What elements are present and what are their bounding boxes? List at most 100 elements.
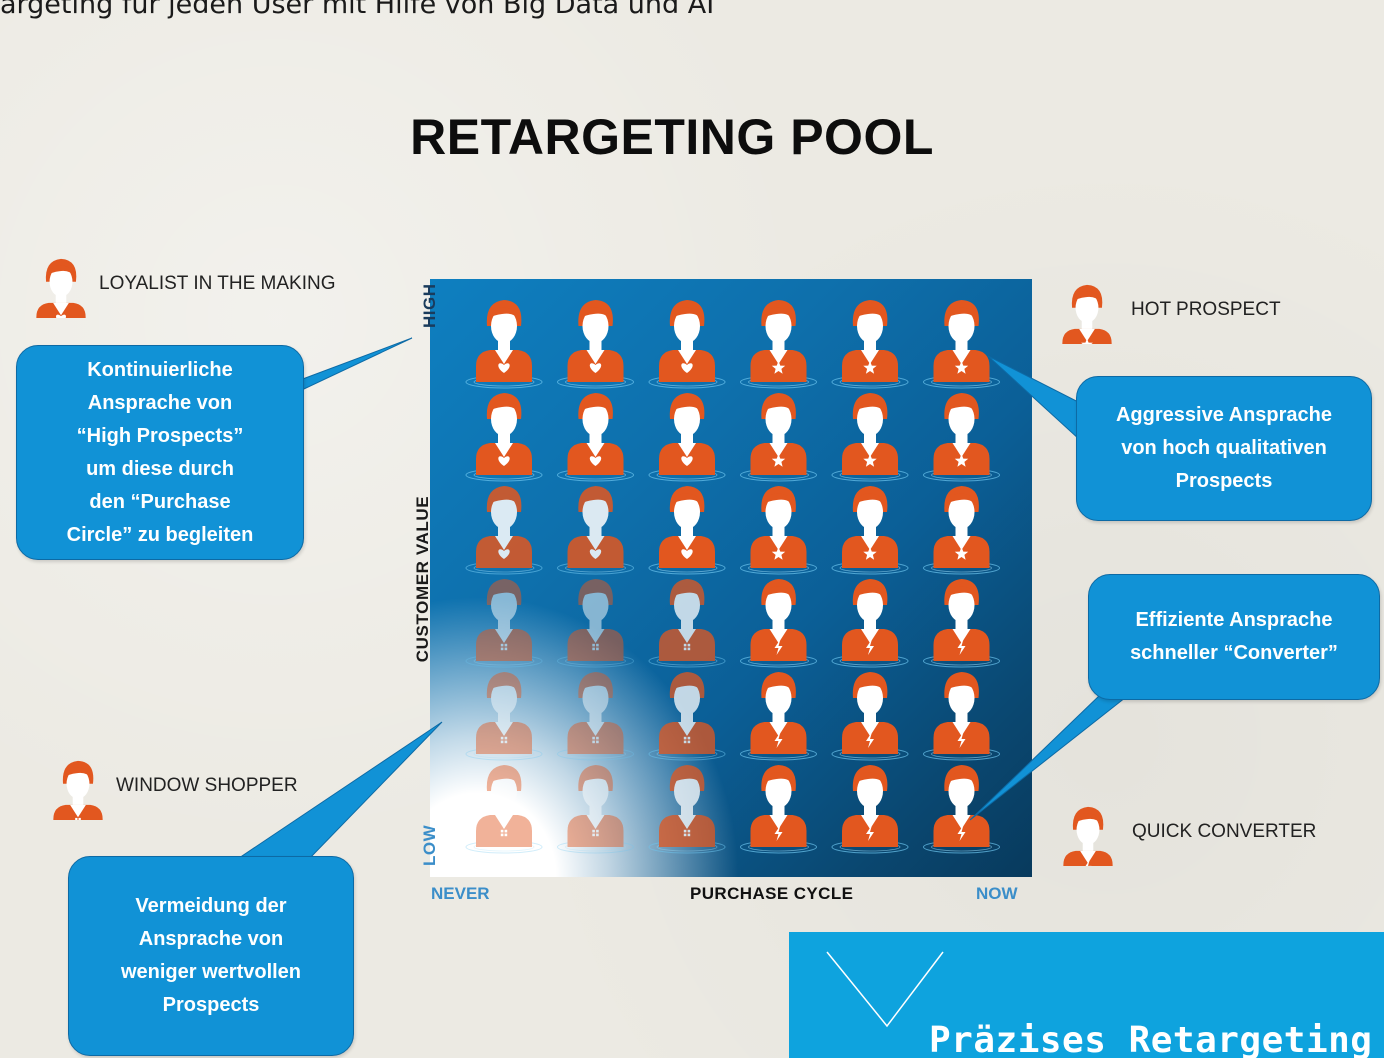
callout-window-line: Ansprache von: [138, 928, 284, 950]
summary-text: Präzises Retargeting im: [929, 1020, 1384, 1058]
callout-hot-prospect: Aggressive Ansprache von hoch qualitativ…: [1076, 376, 1372, 521]
bolt-icon: [957, 732, 966, 748]
callout-loyalist: Kontinuierliche Ansprache von “High Pros…: [16, 345, 304, 560]
x-axis-now-label: NOW: [976, 884, 1018, 903]
persona-grid-icon: [465, 579, 543, 668]
star-icon: [954, 454, 969, 467]
persona-heart-icon: [465, 300, 543, 389]
heart-icon: [589, 363, 602, 373]
bolt-icon: [774, 639, 783, 655]
star-icon: [863, 454, 877, 467]
persona-grid-icon: [465, 672, 543, 761]
persona-heart-icon: [557, 300, 634, 389]
persona-bolt-icon: [923, 579, 1000, 668]
diagram-title: RETARGETING POOL: [410, 109, 934, 165]
callout-loyalist-line: Circle” zu begleiten: [66, 523, 254, 546]
summary-box: Präzises Retargeting im: [789, 932, 1384, 1058]
persona-grid-icon: [557, 765, 634, 854]
person-star-icon: [1062, 284, 1112, 344]
callout-loyalist-line: Kontinuierliche: [87, 358, 233, 381]
persona-star-icon: [1062, 284, 1112, 344]
page-header-title: argeting für jeden User mit Hilfe von Bi…: [0, 0, 715, 20]
bolt-icon: [1085, 859, 1092, 866]
callout-converter-line: Effiziente Ansprache: [1135, 609, 1333, 631]
callout-hot-line: Prospects: [1175, 470, 1273, 492]
grid-icon: [500, 736, 508, 744]
grid-icon: [683, 736, 691, 744]
persona-grid-icon: [557, 579, 634, 668]
callout-window-line: Vermeidung der: [135, 895, 287, 917]
heart-icon: [681, 363, 693, 373]
legend-quick-converter-label: QUICK CONVERTER: [1132, 821, 1317, 842]
persona-star-icon: [740, 486, 817, 575]
persona-bolt-icon: [740, 672, 817, 761]
legend-quick-converter: QUICK CONVERTER: [1060, 798, 1316, 866]
star-icon: [771, 361, 786, 374]
callout-hot-line: Aggressive Ansprache: [1115, 404, 1332, 426]
persona-grid-icon: [648, 579, 726, 668]
persona-star-icon: [923, 486, 1000, 575]
callout-loyalist-line: um diese durch: [86, 457, 234, 480]
bolt-icon: [774, 825, 783, 841]
bolt-icon: [866, 639, 874, 655]
callout-loyalist-line: Ansprache von: [87, 391, 233, 414]
x-axis-title: PURCHASE CYCLE: [690, 884, 854, 903]
persona-heart-icon: [36, 258, 86, 318]
persona-bolt-icon: [740, 765, 817, 854]
star-icon: [1081, 338, 1093, 344]
heart-icon: [56, 314, 66, 318]
callout-window-line: Prospects: [162, 994, 260, 1016]
star-icon: [863, 547, 877, 560]
persona-bolt-icon: [831, 765, 909, 854]
bolt-icon: [866, 825, 874, 841]
y-axis-title: CUSTOMER VALUE: [413, 495, 432, 663]
x-axis-never-label: NEVER: [431, 884, 490, 903]
y-axis-low-label: LOW: [420, 824, 439, 866]
persona-star-icon: [831, 486, 909, 575]
heart-icon: [681, 456, 693, 466]
persona-grid-icon: [53, 760, 103, 820]
grid-icon: [500, 829, 508, 837]
grid-icon: [500, 643, 508, 651]
persona-heart-icon: [648, 393, 726, 482]
persona-star-icon: [740, 300, 817, 389]
persona-heart-icon: [465, 393, 543, 482]
star-icon: [771, 547, 786, 560]
persona-heart-icon: [557, 486, 634, 575]
persona-heart-icon: [557, 393, 634, 482]
persona-bolt-icon: [1063, 806, 1113, 866]
legend-window-shopper-label: WINDOW SHOPPER: [116, 775, 298, 796]
callout-loyalist-line: den “Purchase: [89, 490, 231, 513]
heart-icon: [498, 549, 510, 559]
bolt-icon: [957, 639, 966, 655]
heart-icon: [498, 363, 510, 373]
chevron-down-icon: [826, 951, 944, 1028]
persona-heart-icon: [465, 486, 543, 575]
star-icon: [954, 361, 969, 374]
grid-icon: [592, 736, 599, 744]
legend-window-shopper: WINDOW SHOPPER: [50, 752, 298, 820]
persona-bolt-icon: [831, 579, 909, 668]
legend-hot-prospect: HOT PROSPECT: [1059, 276, 1281, 344]
grid-icon: [683, 829, 691, 837]
y-axis-high-label: HIGH: [420, 283, 439, 329]
grid-icon: [592, 829, 599, 837]
persona-star-icon: [923, 300, 1000, 389]
persona-star-icon: [831, 300, 909, 389]
legend-loyalist: LOYALIST IN THE MAKING: [33, 250, 336, 318]
heart-icon: [589, 456, 602, 466]
bolt-icon: [957, 825, 966, 841]
persona-bolt-icon: [923, 672, 1000, 761]
legend-hot-prospect-label: HOT PROSPECT: [1131, 299, 1281, 320]
persona-bolt-icon: [923, 765, 1000, 854]
callout-window-shopper: Vermeidung der Ansprache von weniger wer…: [68, 856, 354, 1056]
bolt-icon: [774, 732, 783, 748]
persona-star-icon: [740, 393, 817, 482]
heart-icon: [589, 549, 602, 559]
bolt-icon: [866, 732, 874, 748]
heart-icon: [498, 456, 510, 466]
persona-star-icon: [923, 393, 1000, 482]
star-icon: [954, 547, 969, 560]
persona-star-icon: [831, 393, 909, 482]
persona-heart-icon: [648, 300, 726, 389]
